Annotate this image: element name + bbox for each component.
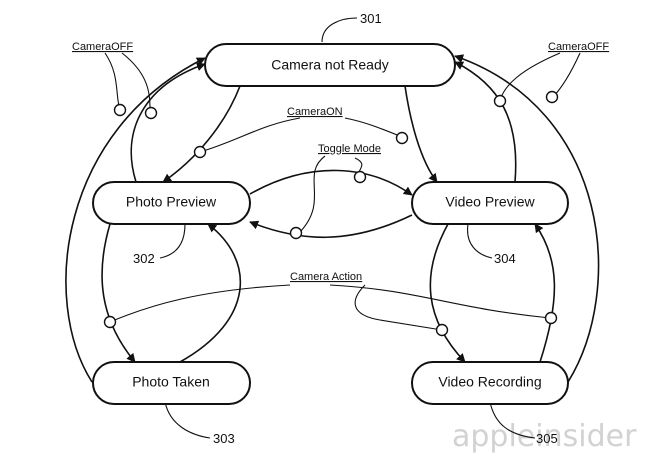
junction-cameraaction-video-start bbox=[435, 323, 449, 337]
leader-ref-303 bbox=[164, 401, 211, 439]
state-camera-not-ready-label: Camera not Ready bbox=[271, 57, 389, 73]
leader-ref-304 bbox=[467, 223, 493, 259]
leader-cameraoff-left-1 bbox=[104, 52, 121, 111]
state-video-preview-label: Video Preview bbox=[445, 194, 535, 210]
junction-cameraoff-right-2 bbox=[545, 90, 559, 104]
ref-303: 303 bbox=[213, 431, 235, 446]
ref-301: 301 bbox=[360, 11, 382, 26]
leader-cameraoff-left-2 bbox=[121, 52, 151, 113]
junction-cameraon-photo bbox=[193, 145, 207, 159]
label-cameraon: CameraON bbox=[287, 106, 343, 118]
leader-cameraon-left bbox=[199, 117, 301, 153]
state-photo-preview: Photo Preview bbox=[92, 181, 251, 225]
junction-cameraoff-left-1 bbox=[113, 103, 127, 117]
ref-304: 304 bbox=[494, 251, 516, 266]
junction-cameraoff-right-1 bbox=[493, 94, 507, 108]
junction-toggle-to-photo bbox=[289, 226, 303, 240]
state-photo-taken: Photo Taken bbox=[92, 361, 251, 405]
label-togglemode: Toggle Mode bbox=[318, 143, 381, 155]
leader-cameraaction-video-recording bbox=[329, 284, 551, 319]
edge-videopreview-to-videorecording bbox=[429, 223, 466, 363]
ref-302: 302 bbox=[133, 251, 155, 266]
edge-photopreview-to-notready bbox=[130, 62, 206, 183]
edge-notready-to-videopreview bbox=[404, 85, 438, 183]
state-camera-not-ready: Camera not Ready bbox=[204, 43, 456, 87]
state-photo-preview-label: Photo Preview bbox=[126, 194, 217, 210]
label-cameraoff-left: CameraOFF bbox=[72, 41, 133, 53]
ref-305: 305 bbox=[536, 431, 558, 446]
label-cameraoff-right: CameraOFF bbox=[548, 41, 609, 53]
leader-ref-301 bbox=[321, 17, 358, 43]
edge-photopreview-to-phototaken bbox=[101, 223, 136, 363]
edge-notready-to-photopreview bbox=[162, 85, 241, 183]
leader-ref-305 bbox=[489, 401, 536, 439]
edge-videopreview-to-notready bbox=[454, 61, 517, 183]
watermark-logo: appleinsider bbox=[452, 419, 637, 454]
junction-cameraaction-photo bbox=[103, 315, 117, 329]
state-video-preview: Video Preview bbox=[411, 181, 569, 225]
junction-cameraoff-left-2 bbox=[144, 106, 158, 120]
junction-cameraon-video bbox=[395, 131, 409, 145]
edge-photopreview-to-videopreview bbox=[249, 169, 413, 196]
label-cameraaction: Camera Action bbox=[290, 271, 362, 283]
leader-cameraon-right bbox=[344, 117, 403, 138]
state-photo-taken-label: Photo Taken bbox=[132, 374, 210, 390]
edge-videopreview-to-photopreview bbox=[249, 214, 413, 239]
edge-videorecording-to-notready bbox=[454, 54, 600, 383]
state-video-recording: Video Recording bbox=[411, 361, 569, 405]
leader-togglemode-lower bbox=[299, 155, 326, 233]
leader-cameraaction-photo bbox=[109, 284, 291, 323]
leader-cameraoff-right-2 bbox=[551, 52, 581, 99]
leader-ref-302 bbox=[159, 223, 186, 259]
junction-cameraaction-video-stop bbox=[544, 311, 558, 325]
junction-toggle-to-video bbox=[353, 170, 367, 184]
edge-videorecording-to-videopreview bbox=[534, 223, 556, 363]
state-video-recording-label: Video Recording bbox=[438, 374, 541, 390]
edge-phototaken-to-notready bbox=[65, 57, 206, 383]
leader-cameraaction-video-start bbox=[354, 284, 443, 331]
edge-phototaken-to-photopreview bbox=[179, 223, 242, 363]
